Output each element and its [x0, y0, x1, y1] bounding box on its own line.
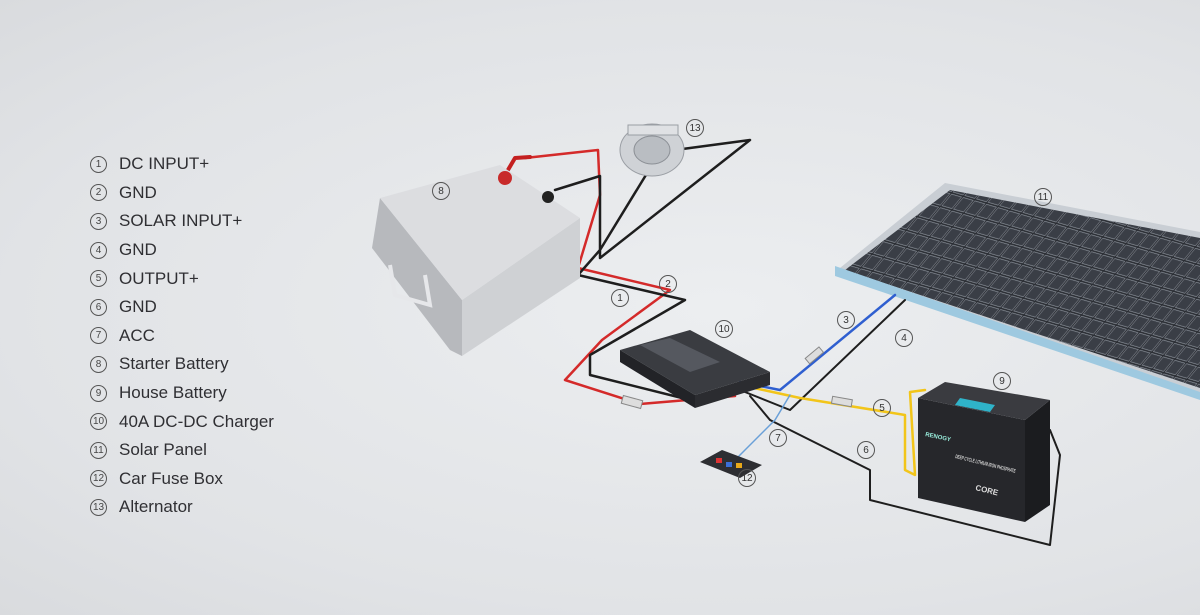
wire-output-gnd — [749, 395, 1061, 546]
legend-label: Starter Battery — [119, 354, 229, 374]
legend-number: 2 — [90, 184, 107, 202]
legend-item: 8 Starter Battery — [90, 350, 274, 379]
wire-acc — [734, 394, 791, 461]
diagram-label-13: 13 — [686, 119, 704, 137]
starter-battery — [372, 165, 580, 356]
legend-number: 1 — [90, 155, 107, 173]
legend-number: 3 — [90, 212, 107, 230]
legend-label: 40A DC-DC Charger — [119, 411, 274, 431]
wire-solar-gnd — [744, 299, 906, 411]
diagram-label-7: 7 — [769, 429, 787, 447]
alternator — [619, 123, 685, 177]
legend-label: GND — [119, 297, 157, 317]
legend-item: 13 Alternator — [90, 493, 274, 522]
diagram-label-1: 1 — [611, 289, 629, 307]
diagram-label-3: 3 — [837, 311, 855, 329]
legend-number: 11 — [90, 441, 107, 459]
wire-gnd-starter — [553, 138, 752, 402]
inline-fuse — [804, 346, 825, 365]
diagram-label-6: 6 — [857, 441, 875, 459]
legend-number: 10 — [90, 413, 107, 431]
legend-label: Car Fuse Box — [119, 468, 223, 488]
legend-item: 2 GND — [90, 179, 274, 208]
diagram-label-4: 4 — [895, 329, 913, 347]
diagram-label-2: 2 — [659, 275, 677, 293]
legend-number: 13 — [90, 498, 107, 516]
legend-item: 12 Car Fuse Box — [90, 465, 274, 494]
legend-label: SOLAR INPUT+ — [119, 211, 243, 231]
inline-fuse — [830, 395, 853, 408]
legend-number: 8 — [90, 355, 107, 373]
diagram-label-9: 9 — [993, 372, 1011, 390]
wire-alternator-positive — [503, 155, 532, 177]
legend-number: 6 — [90, 298, 107, 316]
legend-label: GND — [119, 240, 157, 260]
legend-label: ACC — [119, 325, 155, 345]
diagram-label-8: 8 — [432, 182, 450, 200]
legend-number: 9 — [90, 384, 107, 402]
diagram-label-12: 12 — [738, 469, 756, 487]
house-battery: RENOGY DEEP CYCLE LITHIUM IRON PHOSPHATE… — [918, 382, 1050, 522]
diagram-label-5: 5 — [873, 399, 891, 417]
legend-number: 7 — [90, 327, 107, 345]
legend-item: 7 ACC — [90, 322, 274, 351]
solar-panel — [835, 183, 1200, 400]
legend-label: DC INPUT+ — [119, 154, 210, 174]
legend-item: 9 House Battery — [90, 379, 274, 408]
legend-number: 5 — [90, 270, 107, 288]
legend-item: 6 GND — [90, 293, 274, 322]
legend-label: Solar Panel — [119, 440, 207, 460]
legend-item: 5 OUTPUT+ — [90, 264, 274, 293]
legend-item: 10 40A DC-DC Charger — [90, 407, 274, 436]
wire-output-positive — [743, 384, 927, 477]
diagram-label-10: 10 — [715, 320, 733, 338]
legend-label: House Battery — [119, 383, 227, 403]
legend-number: 4 — [90, 241, 107, 259]
inline-fuse — [620, 394, 644, 410]
legend-item: 3 SOLAR INPUT+ — [90, 207, 274, 236]
legend-label: OUTPUT+ — [119, 268, 199, 288]
legend-item: 1 DC INPUT+ — [90, 150, 274, 179]
diagram-label-11: 11 — [1034, 188, 1052, 206]
legend-item: 11 Solar Panel — [90, 436, 274, 465]
legend-item: 4 GND — [90, 236, 274, 265]
legend-label: Alternator — [119, 497, 193, 517]
legend-label: GND — [119, 182, 157, 202]
battery-brand: RENOGY — [925, 432, 952, 443]
legend-number: 12 — [90, 470, 107, 488]
dc-dc-charger — [620, 330, 770, 408]
